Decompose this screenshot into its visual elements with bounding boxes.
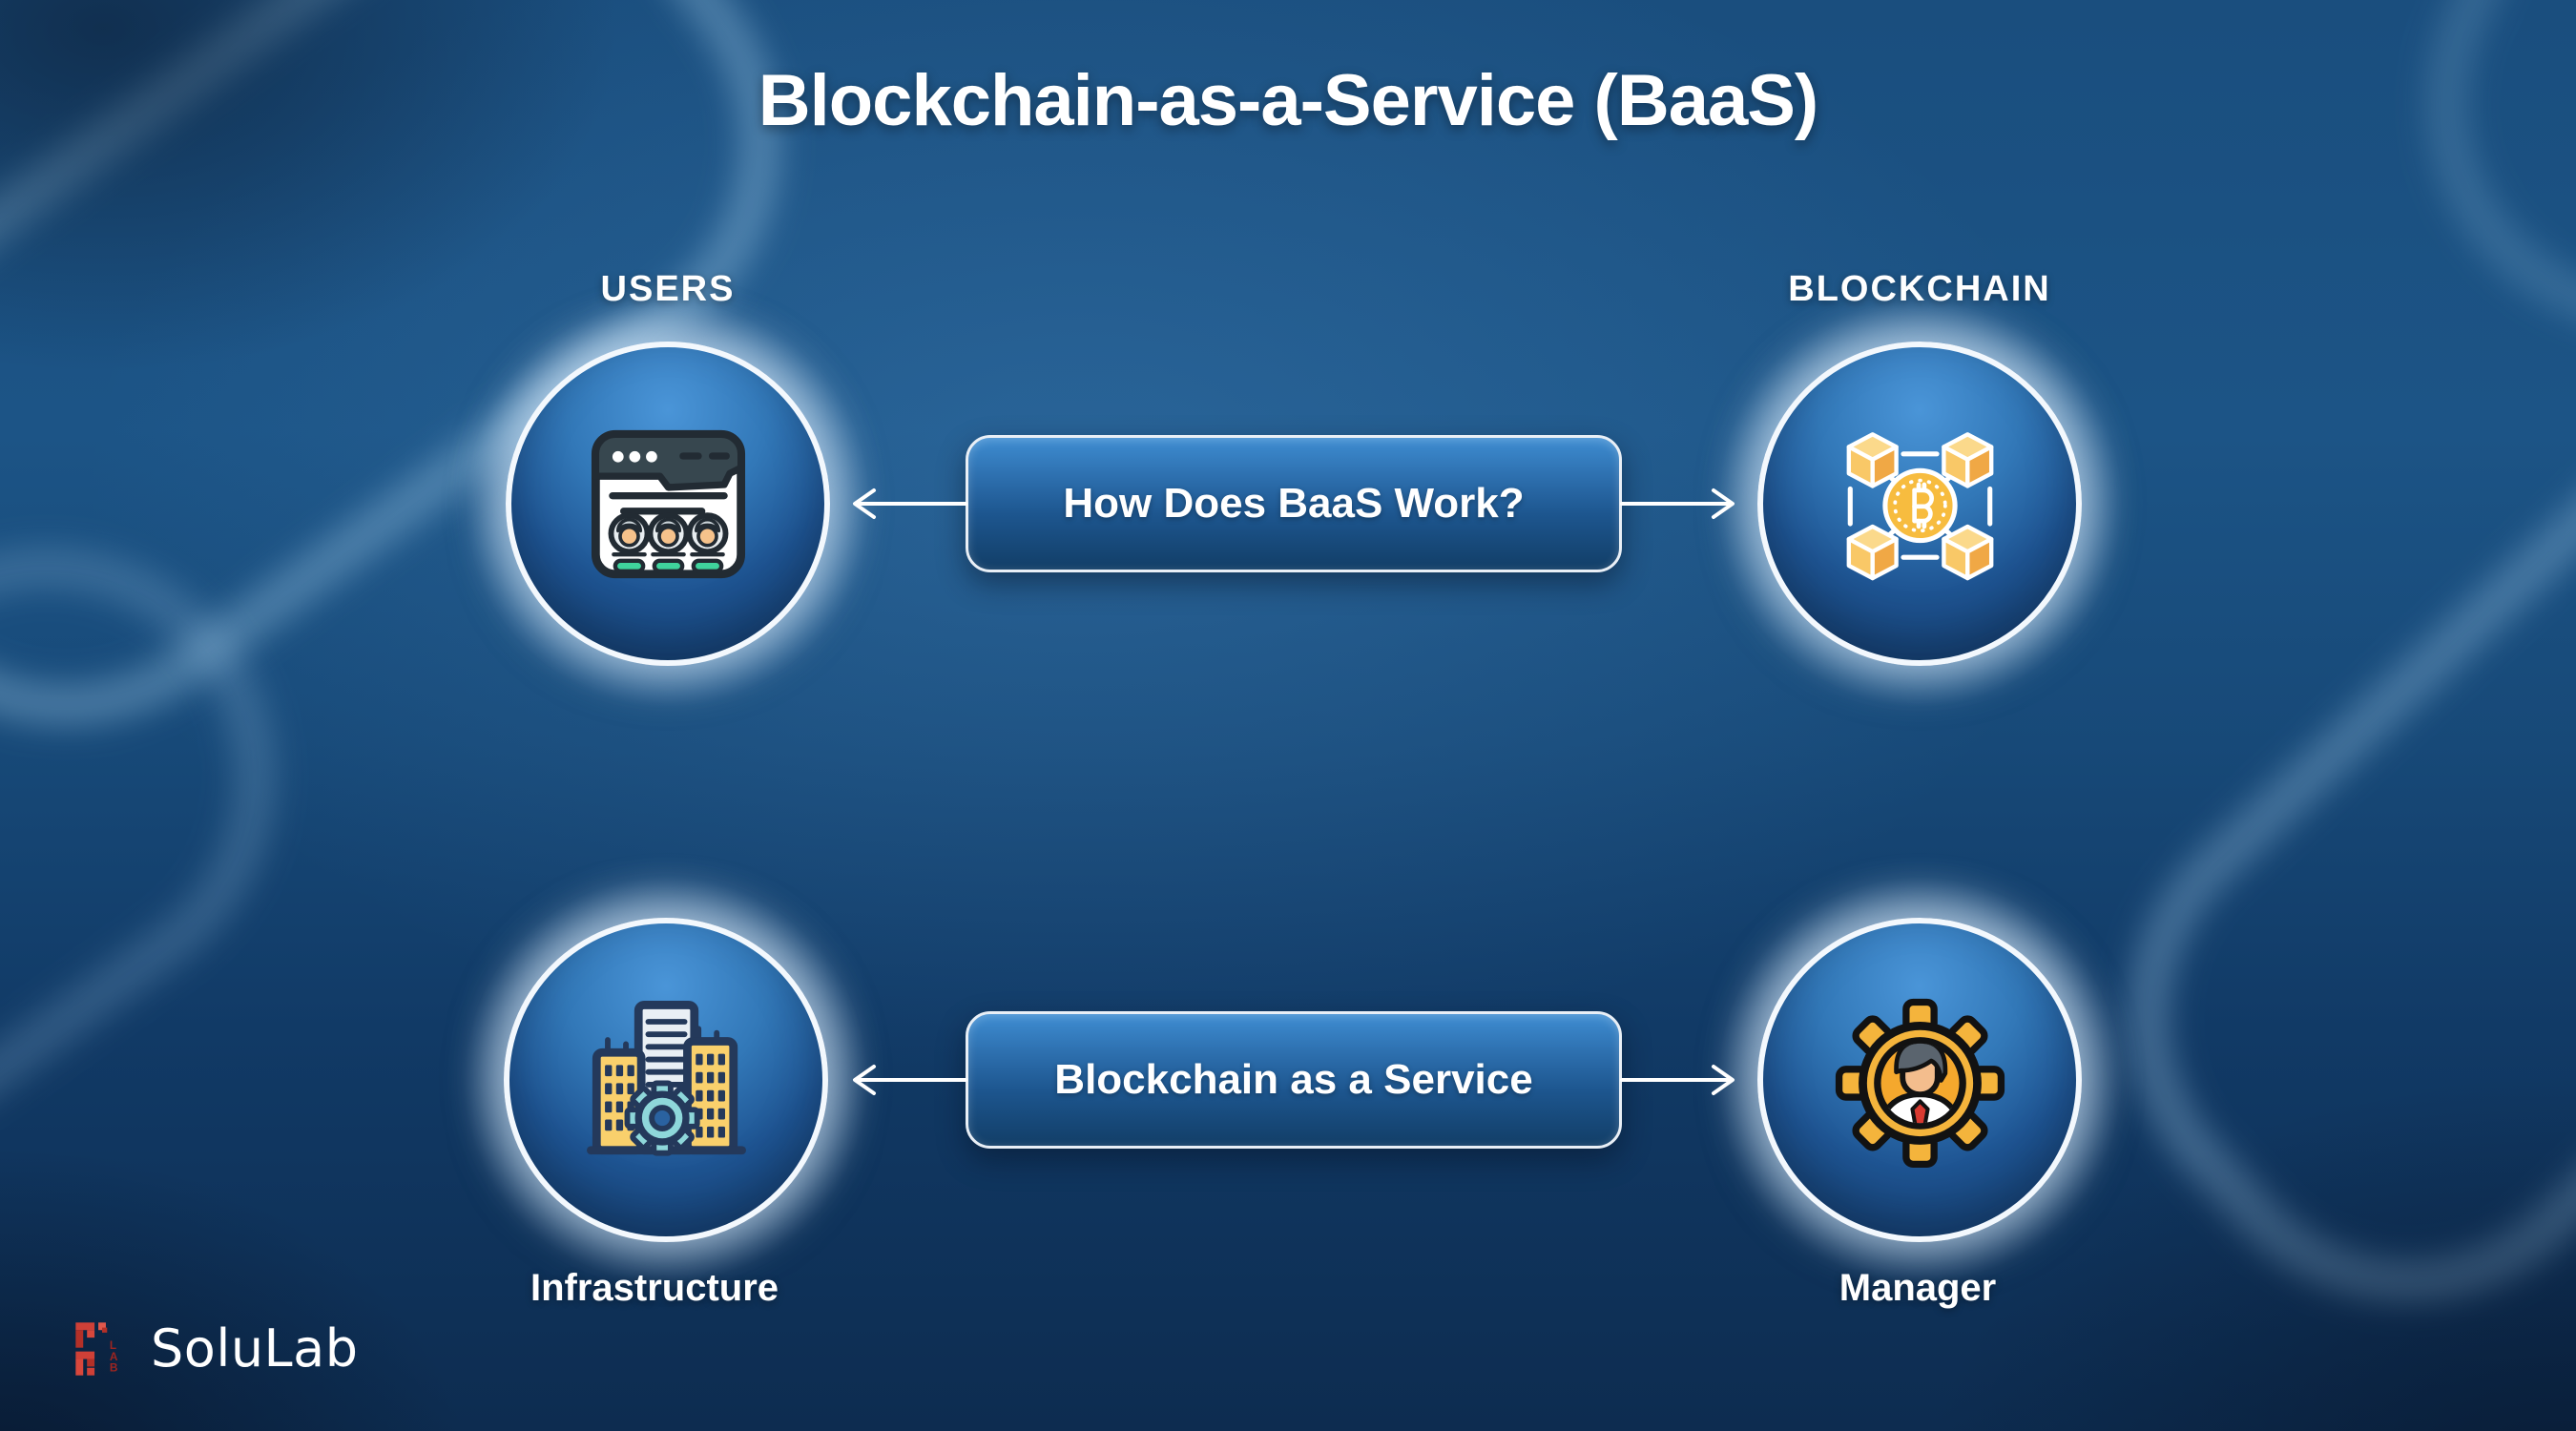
manager-gear-icon [1835,998,2005,1168]
svg-text:A: A [110,1349,118,1362]
node-manager [1757,918,2082,1242]
node-label-manager: Manager [1839,1267,1997,1309]
node-infrastructure [504,918,828,1242]
node-users [506,342,830,666]
node-blockchain [1757,342,2082,666]
svg-text:L: L [110,1338,116,1352]
connector-pill-blockchain-as-a-service: Blockchain as a Service [966,1011,1622,1149]
page-title: Blockchain-as-a-Service (BaaS) [758,60,1818,141]
arrow-left-icon [853,1065,967,1095]
arrow-right-icon [1620,1065,1735,1095]
arrow-left-icon [853,488,967,519]
arrow-right-icon [1620,488,1735,519]
brand-logo-text: SoluLab [151,1318,359,1379]
blockchain-network-icon [1846,431,1993,580]
infrastructure-buildings-icon [586,1000,746,1156]
node-label-users: USERS [600,269,736,309]
connector-pill-how-does-baas-work: How Does BaaS Work? [966,435,1622,572]
node-label-blockchain: BLOCKCHAIN [1788,269,2051,309]
chain-link-decoration [2031,321,2576,1399]
node-label-infrastructure: Infrastructure [530,1267,779,1309]
solulab-pixel-mark-icon: LAB [75,1321,118,1376]
users-browser-icon [591,429,745,578]
svg-text:B: B [110,1360,118,1374]
